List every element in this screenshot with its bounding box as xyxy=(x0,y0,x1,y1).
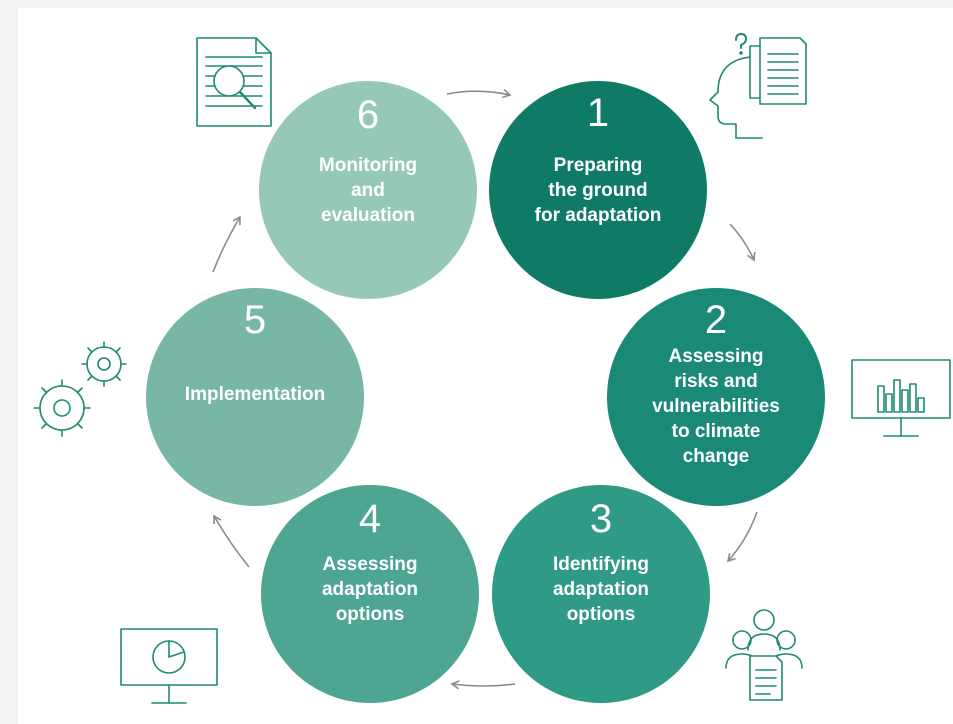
step-5-label: Implementation xyxy=(184,384,326,405)
arrow-2-to-3 xyxy=(726,511,758,563)
step-1-number: 1 xyxy=(586,91,610,135)
monitor-pie-chart-icon xyxy=(120,628,218,704)
step-3-label: Identifying adaptation options xyxy=(552,554,650,625)
step-1-circle: 1 Preparing the ground for adaptation xyxy=(489,81,707,299)
step-5-number: 5 xyxy=(243,298,267,342)
arrow-4-to-5 xyxy=(213,514,250,568)
arrow-3-to-4 xyxy=(450,680,516,690)
arrow-5-to-6 xyxy=(212,215,241,273)
document-search-icon xyxy=(196,37,272,127)
step-2-number: 2 xyxy=(704,298,728,342)
people-group-document-icon xyxy=(725,609,803,701)
gears-icon xyxy=(33,341,127,437)
arrow-1-to-2 xyxy=(729,223,756,262)
step-5-circle: 5 Implementation xyxy=(146,288,364,506)
step-4-number: 4 xyxy=(358,497,382,541)
monitor-bar-chart-icon xyxy=(851,359,951,437)
step-3-circle: 3 Identifying adaptation options xyxy=(492,485,710,703)
step-3-number: 3 xyxy=(589,497,613,541)
head-question-document-icon xyxy=(709,33,807,139)
step-4-label: Assessing adaptation options xyxy=(321,554,419,625)
step-2-circle: 2 Assessing risks and vulnerabilities to… xyxy=(607,288,825,506)
arrow-6-to-1 xyxy=(446,89,512,99)
step-1-label: Preparing the ground for adaptation xyxy=(534,155,662,226)
step-6-label: Monitoring and evaluation xyxy=(318,155,418,226)
step-6-number: 6 xyxy=(356,93,380,137)
step-2-label: Assessing risks and vulnerabilities to c… xyxy=(652,346,780,467)
step-6-circle: 6 Monitoring and evaluation xyxy=(259,81,477,299)
step-4-circle: 4 Assessing adaptation options xyxy=(261,485,479,703)
